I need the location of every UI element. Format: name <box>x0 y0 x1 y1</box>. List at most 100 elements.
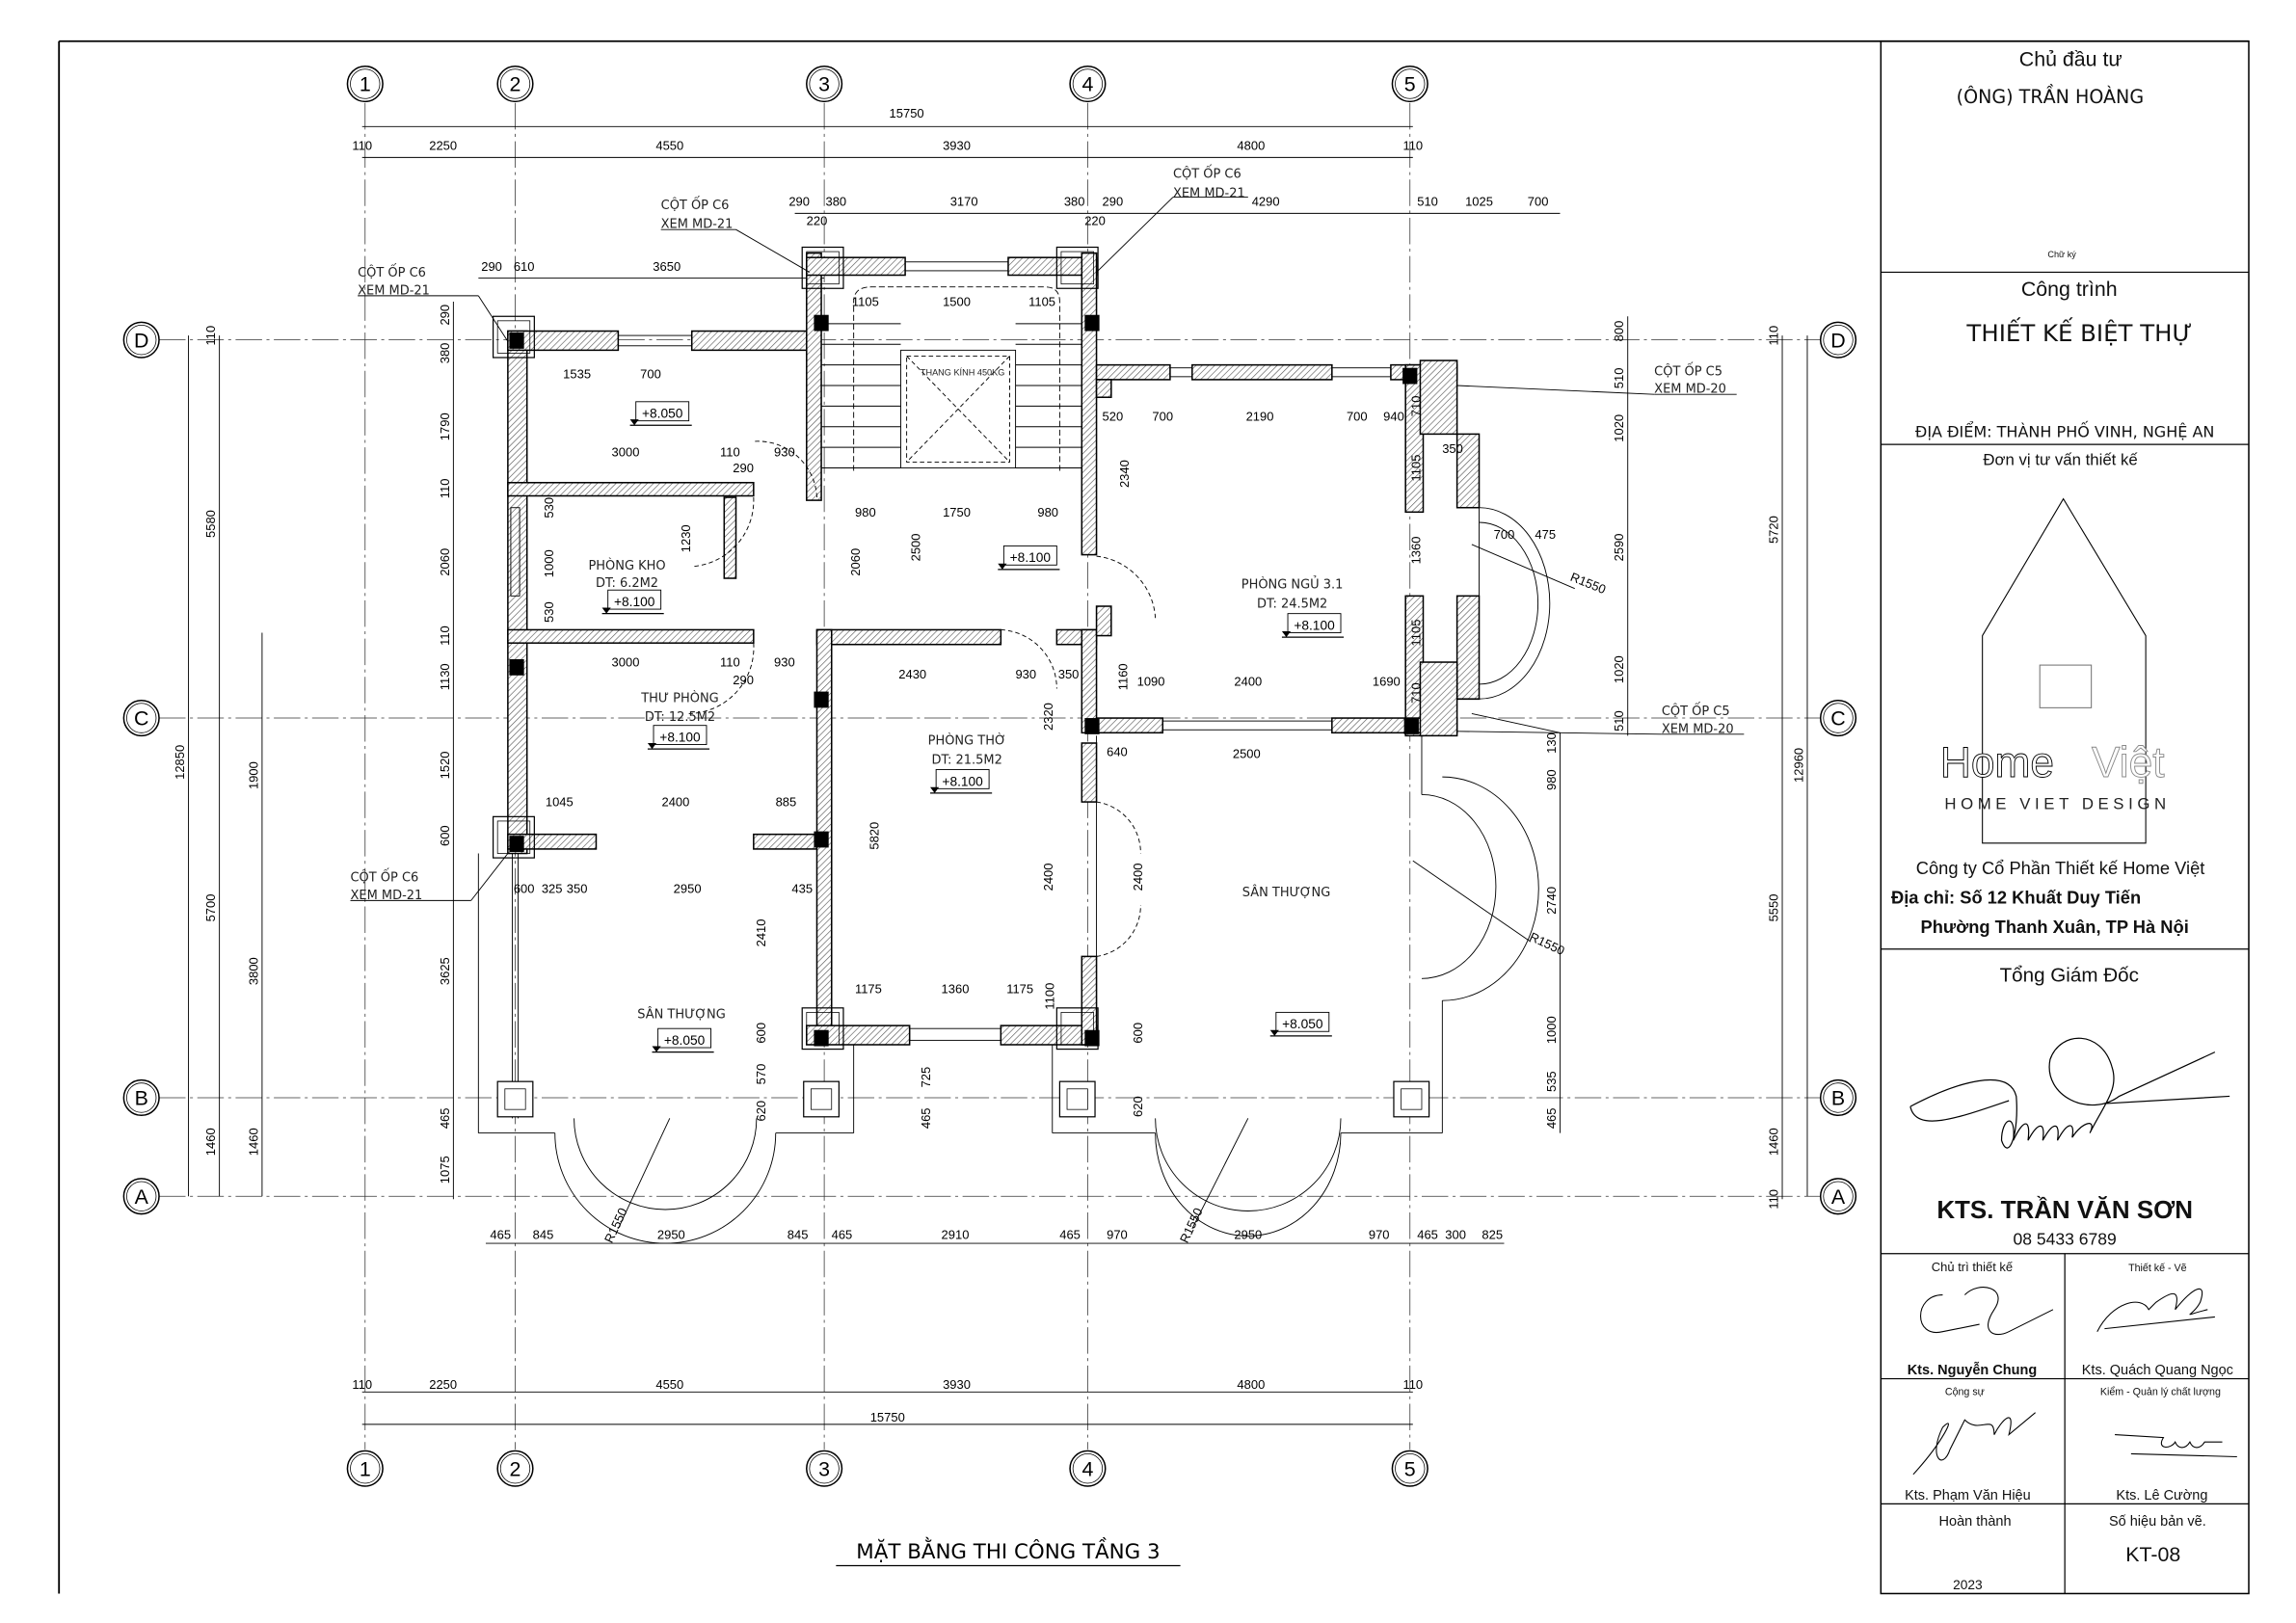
clad-column <box>492 315 535 359</box>
grid-bubble-inner <box>1395 1453 1426 1484</box>
grid-bubble-label: 5 <box>1404 1457 1416 1480</box>
room-area: DT: 6.2M2 <box>596 576 658 591</box>
grid-bubble <box>122 1078 160 1117</box>
wall <box>1404 363 1425 514</box>
drawing-title: MẶT BẰNG THI CÔNG TẦNG 3 <box>856 1536 1160 1564</box>
sheet-number: KT-08 <box>2125 1543 2180 1566</box>
dimension-label: 980 <box>855 505 876 519</box>
dimension-label: 475 <box>1535 527 1556 542</box>
level-tag: +8.050 <box>642 407 683 421</box>
investor-label: Chủ đầu tư <box>2019 48 2122 71</box>
walls <box>507 252 1481 1046</box>
dimension-label: 1690 <box>1373 674 1401 688</box>
dimension-label: 2500 <box>908 534 922 562</box>
column-note: CỘT ỐP C6 <box>661 197 730 213</box>
column-note: XEM MD-21 <box>661 218 734 232</box>
dimension-label: 510 <box>1612 368 1626 389</box>
dimension-label: 570 <box>754 1064 768 1085</box>
dimension-label: 1175 <box>855 982 882 997</box>
terrace-column <box>1393 1080 1430 1118</box>
dimension-label: 530 <box>542 497 556 519</box>
dimension-label: 970 <box>1107 1228 1128 1242</box>
dimension-label: 2400 <box>1234 674 1262 688</box>
dimension-label: 465 <box>490 1228 511 1242</box>
column-note: CỘT ỐP C6 <box>1173 166 1241 182</box>
dimension-label: 435 <box>791 882 813 896</box>
grid-bubble-label: C <box>1830 707 1845 731</box>
dimension-label: 700 <box>1494 527 1515 542</box>
dimension-label: 4290 <box>1252 195 1280 209</box>
dimension-label: 5550 <box>1766 894 1780 922</box>
grid-bubble-inner <box>126 1082 157 1113</box>
dimension-label: 465 <box>1417 1228 1438 1242</box>
level-tag: +8.100 <box>1010 550 1052 565</box>
dimension-label: 2060 <box>848 548 863 576</box>
dimension-label: 1535 <box>563 366 591 381</box>
dimension-label: 3930 <box>943 139 971 153</box>
grid-bubble <box>1391 65 1428 103</box>
clad-column-inner <box>1060 251 1094 285</box>
dimension-label: 2950 <box>657 1228 685 1242</box>
level-marker-icon <box>601 607 611 614</box>
structural-column <box>509 333 524 349</box>
level-marker-icon <box>629 419 639 426</box>
room-name: SÂN THƯỢNG <box>1242 885 1331 900</box>
column-note: XEM MD-20 <box>1654 383 1726 397</box>
qc-signature <box>2115 1434 2237 1458</box>
wall <box>753 833 818 850</box>
dimension-label: 465 <box>1544 1108 1559 1130</box>
dimension-label: 940 <box>1383 410 1404 424</box>
qc-label: Kiểm - Quản lý chất lượng <box>2100 1386 2221 1397</box>
level-marker-icon <box>1269 1029 1279 1036</box>
column-note: CỘT ỐP C5 <box>1654 362 1722 379</box>
dimension-label: 465 <box>438 1108 452 1130</box>
dimension-label: 710 <box>1408 396 1423 417</box>
room-area: DT: 21.5M2 <box>932 753 1002 767</box>
dimension-label: 2400 <box>1131 864 1145 891</box>
structural-column <box>814 1029 829 1047</box>
dimension-label: 350 <box>567 882 588 896</box>
dimension-label: 700 <box>1152 410 1173 424</box>
company-address-2: Phường Thanh Xuân, TP Hà Nội <box>1921 917 2189 937</box>
grid-bubble <box>1819 1178 1857 1215</box>
dimension-label: 4550 <box>655 1377 683 1392</box>
dimension-label: 3170 <box>950 195 978 209</box>
wall <box>690 330 818 352</box>
dimension-label: 930 <box>774 655 795 670</box>
level-marker-icon <box>1281 630 1292 638</box>
grid-bubble-label: B <box>135 1087 148 1110</box>
dimension-label: 970 <box>1369 1228 1390 1242</box>
dimension-label: 2500 <box>1233 746 1261 760</box>
dimension-label: 1105 <box>852 295 879 309</box>
dimension-label: 610 <box>514 259 535 274</box>
level-tag-box <box>1287 613 1342 633</box>
dimension-label: 3625 <box>438 957 452 985</box>
grid-bubble <box>346 1450 384 1487</box>
level-tag: +8.100 <box>614 595 655 609</box>
dimension-label: 3000 <box>612 655 640 670</box>
wall <box>507 482 755 497</box>
dimension-label: 520 <box>1103 410 1124 424</box>
dimension-label: 465 <box>919 1108 933 1130</box>
assistant-signature <box>1912 1412 2036 1476</box>
dimension-label: 885 <box>776 795 797 810</box>
level-tag-box <box>635 401 690 422</box>
column-note: CỘT ỐP C6 <box>358 264 426 280</box>
dimension-label: 465 <box>1059 1228 1081 1242</box>
structural-column <box>1084 718 1100 734</box>
dimension-label: 1900 <box>246 761 260 789</box>
dimension-label: 1000 <box>1544 1016 1559 1044</box>
radius-note: R1550 <box>601 1206 630 1245</box>
completed-label: Hoàn thành <box>1939 1514 2012 1530</box>
level-tag-box <box>1002 545 1057 566</box>
grid-bubble-label: 1 <box>360 73 371 96</box>
column-note: XEM MD-21 <box>1173 187 1245 201</box>
dimension-label: 4800 <box>1237 139 1265 153</box>
dimension-label: 290 <box>481 259 502 274</box>
grid-bubble-inner <box>350 1453 381 1484</box>
dimension-label: 1360 <box>942 982 970 997</box>
wall <box>1419 359 1458 436</box>
dimension-label: 2950 <box>1234 1228 1262 1242</box>
grid-bubble-inner <box>126 1181 157 1211</box>
radius-note: R1550 <box>1528 929 1567 958</box>
